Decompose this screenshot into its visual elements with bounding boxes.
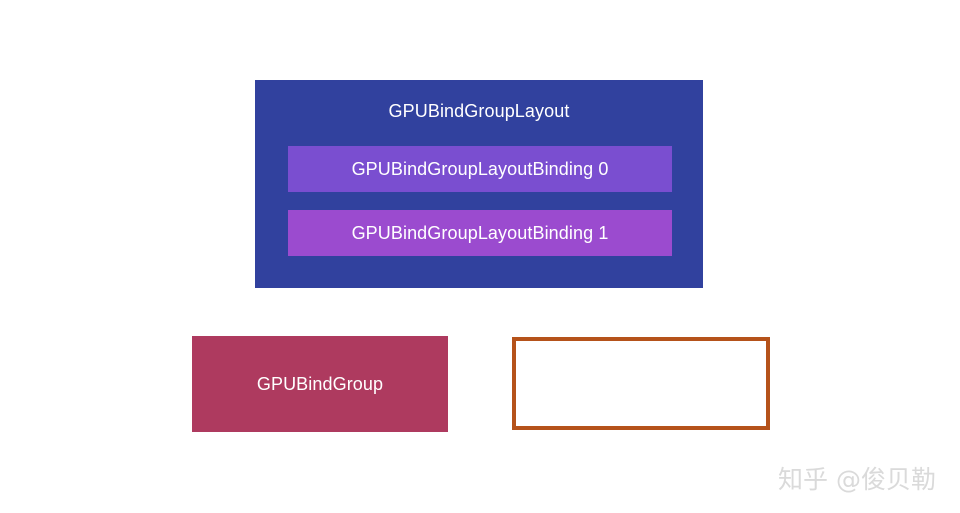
gpu-bind-group-box: GPUBindGroup xyxy=(192,336,448,432)
gpu-bind-group-layout-binding-1-box: GPUBindGroupLayoutBinding 1 xyxy=(288,210,672,256)
gpu-bind-group-layout-binding-1-label: GPUBindGroupLayoutBinding 1 xyxy=(351,223,609,243)
gpu-bind-group-layout-binding-0-label: GPUBindGroupLayoutBinding 0 xyxy=(351,159,609,179)
empty-outlined-box xyxy=(512,337,770,430)
zhihu-watermark: 知乎 @俊贝勒 xyxy=(778,465,936,494)
gpu-bind-group-layout-title: GPUBindGroupLayout xyxy=(388,101,570,121)
gpu-bind-group-layout-binding-0-box: GPUBindGroupLayoutBinding 0 xyxy=(288,146,672,192)
gpu-bind-group-layout-box: GPUBindGroupLayout GPUBindGroupLayoutBin… xyxy=(255,80,703,288)
gpu-bind-group-label: GPUBindGroup xyxy=(256,374,384,394)
